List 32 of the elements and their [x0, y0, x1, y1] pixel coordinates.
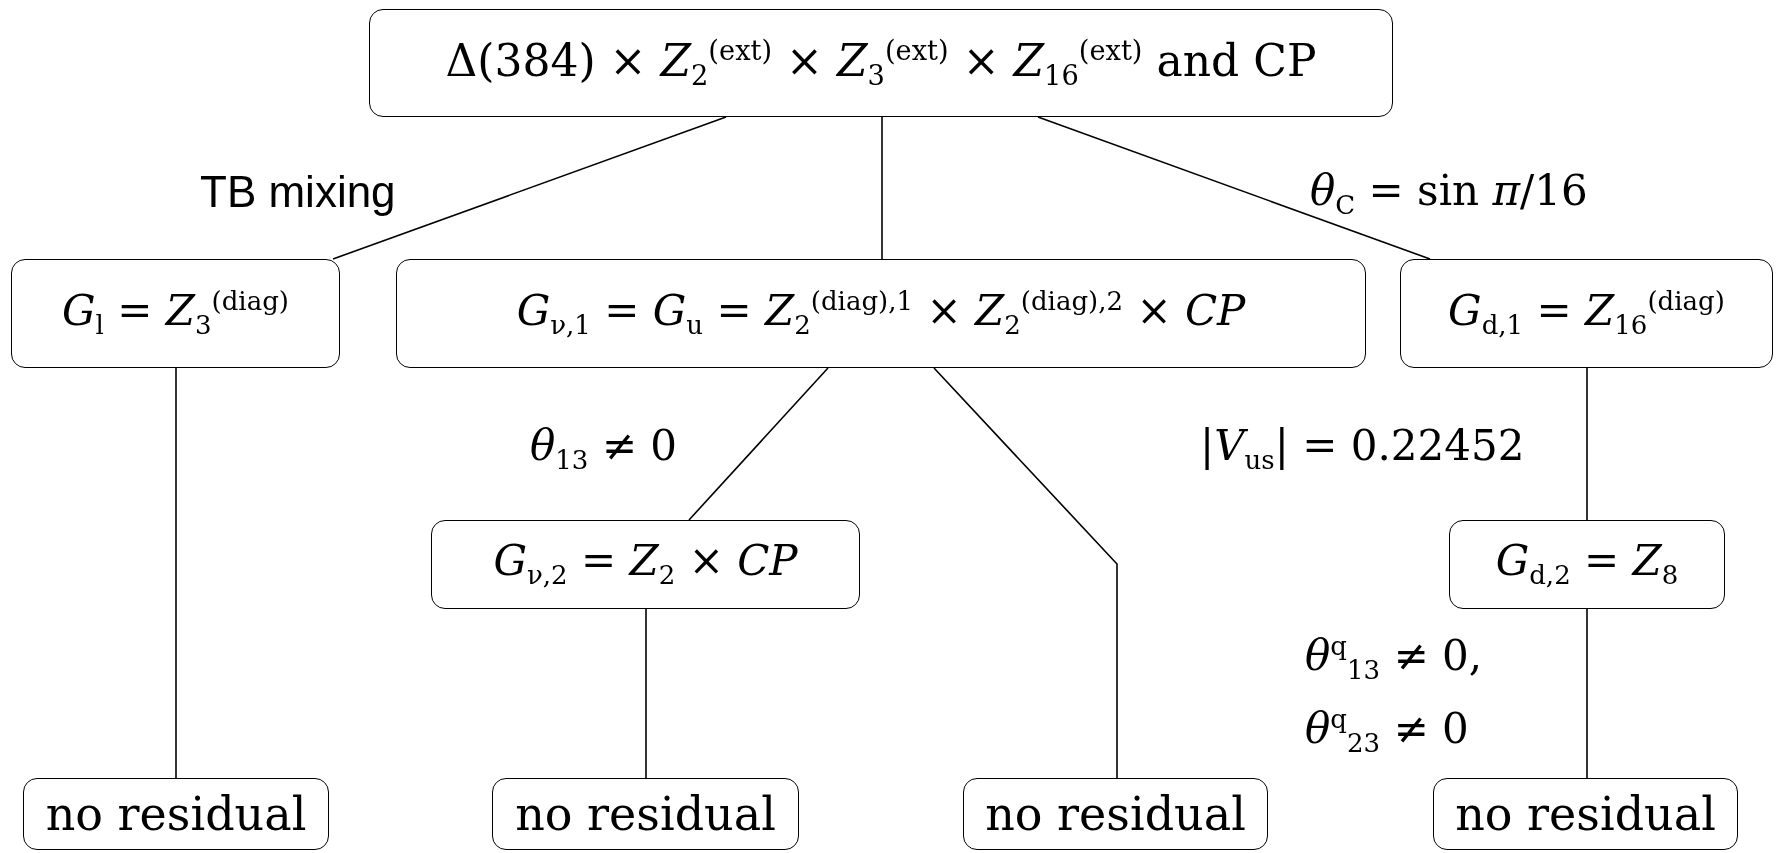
group-label: G$_{ν,1}$ = G$_{u}$ = Z$_{2}$$^{(diag),1}$ × Z$_{2}$$^{(diag),2}$ × CP [516, 288, 1246, 339]
connector-line [1037, 116, 1431, 260]
edge-label: θ$_{C}$ = sin π/16 [1310, 165, 1589, 223]
group-label: no residual [515, 791, 776, 837]
edge-label: θ$^{q}$$_{13}$ ≠ 0, θ$^{q}$$_{23}$ ≠ 0 [1305, 630, 1484, 761]
group-label: no residual [985, 791, 1246, 837]
connector-line [645, 608, 647, 779]
group-label: Δ(384) × Z$_{2}$$^{(ext)}$ × Z$_{3}$$^{(ext)}$ × Z$_{16}$$^{(ext)}$ and CP [445, 36, 1317, 90]
group-box [492, 778, 799, 850]
group-box [1400, 259, 1773, 368]
group-box [369, 9, 1393, 117]
group-box [11, 259, 340, 368]
edge-label: θ$_{13}$ ≠ 0 [530, 420, 679, 478]
group-label: no residual [1455, 791, 1716, 837]
group-box [1449, 520, 1725, 609]
group-label: G$_{ν,2}$ = Z$_{2}$ × CP [493, 540, 798, 589]
edge-label: TB mixing [200, 166, 397, 218]
group-box [963, 778, 1268, 850]
group-box [396, 259, 1366, 368]
group-box [431, 520, 860, 609]
connector-line [1586, 367, 1588, 521]
group-label: G$_{d,2}$ = Z$_{8}$ [1495, 540, 1679, 589]
connector-line [1586, 608, 1588, 779]
connector-line [332, 116, 727, 260]
connector-line [175, 367, 177, 779]
edge-label: |V$_{us}$| = 0.22452 [1200, 420, 1526, 478]
group-box [1433, 778, 1738, 850]
connector-line [881, 116, 883, 260]
group-box [23, 778, 329, 850]
group-label: no residual [45, 791, 307, 837]
connector-line [933, 367, 1118, 779]
connector-line [688, 367, 829, 521]
